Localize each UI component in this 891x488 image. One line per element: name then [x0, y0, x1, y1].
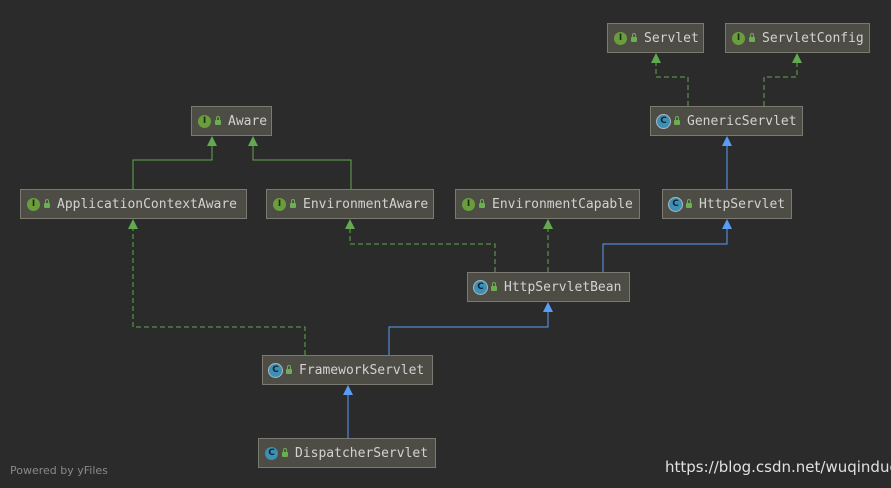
node-label: EnvironmentAware: [303, 196, 429, 212]
node-aware[interactable]: I Aware: [191, 106, 272, 136]
edge-line: [349, 228, 496, 272]
node-httpservletbean[interactable]: C HttpServletBean: [467, 272, 630, 302]
edge-frameworkservlet-to-applicationcontextaware: [128, 219, 306, 355]
interface-icon: I: [462, 197, 475, 211]
interface-icon: I: [614, 31, 627, 45]
lock-icon: [286, 364, 292, 374]
node-environmentaware[interactable]: I EnvironmentAware: [266, 189, 434, 219]
powered-by-footer: Powered by yFiles: [10, 464, 108, 477]
node-label: GenericServlet: [687, 113, 797, 129]
node-label: HttpServlet: [699, 196, 786, 212]
node-environmentcapable[interactable]: I EnvironmentCapable: [455, 189, 640, 219]
edge-line: [602, 228, 728, 272]
edge-environmentaware-to-aware: [248, 136, 352, 189]
lock-icon: [479, 198, 485, 208]
abstract-class-icon: C: [669, 197, 682, 211]
node-label: HttpServletBean: [504, 279, 622, 295]
node-label: ServletConfig: [762, 30, 864, 46]
node-label: DispatcherServlet: [295, 445, 429, 461]
arrowhead-icon: [651, 53, 661, 63]
lock-icon: [215, 115, 221, 125]
arrowhead-icon: [543, 219, 553, 229]
node-label: Servlet: [644, 30, 699, 46]
lock-icon: [674, 115, 680, 125]
edge-applicationcontextaware-to-aware: [132, 136, 217, 189]
arrowhead-icon: [248, 136, 258, 146]
arrowhead-icon: [343, 385, 353, 395]
node-frameworkservlet[interactable]: C FrameworkServlet: [262, 355, 433, 385]
node-label: ApplicationContextAware: [57, 196, 238, 212]
edge-httpservletbean-to-environmentcapable: [543, 219, 553, 272]
node-applicationcontextaware[interactable]: I ApplicationContextAware: [20, 189, 247, 219]
interface-icon: I: [27, 197, 40, 211]
node-httpservlet[interactable]: C HttpServlet: [662, 189, 792, 219]
lock-icon: [44, 198, 50, 208]
node-label: EnvironmentCapable: [492, 196, 633, 212]
edge-line: [388, 311, 549, 355]
arrowhead-icon: [543, 302, 553, 312]
edge-httpservlet-to-genericservlet: [722, 136, 732, 189]
arrowhead-icon: [722, 219, 732, 229]
arrowhead-icon: [792, 53, 802, 63]
edge-line: [252, 145, 352, 189]
interface-icon: I: [273, 197, 286, 211]
lock-icon: [631, 32, 637, 42]
edge-httpservletbean-to-environmentaware: [345, 219, 496, 272]
lock-icon: [282, 447, 288, 457]
node-servlet[interactable]: I Servlet: [607, 23, 704, 53]
edge-line: [655, 62, 689, 106]
lock-icon: [491, 281, 497, 291]
edge-genericservlet-to-servlet: [651, 53, 689, 106]
lock-icon: [749, 32, 755, 42]
class-icon: C: [265, 446, 278, 460]
edge-httpservletbean-to-httpservlet: [602, 219, 732, 272]
arrowhead-icon: [207, 136, 217, 146]
interface-icon: I: [732, 31, 745, 45]
node-genericservlet[interactable]: C GenericServlet: [650, 106, 803, 136]
edge-line: [763, 62, 798, 106]
arrowhead-icon: [128, 219, 138, 229]
node-label: FrameworkServlet: [299, 362, 425, 378]
lock-icon: [686, 198, 692, 208]
arrowhead-icon: [722, 136, 732, 146]
edge-genericservlet-to-servletconfig: [763, 53, 802, 106]
edge-frameworkservlet-to-httpservletbean: [388, 302, 553, 355]
edge-dispatcherservlet-to-frameworkservlet: [343, 385, 353, 438]
abstract-class-icon: C: [474, 280, 487, 294]
abstract-class-icon: C: [657, 114, 670, 128]
edge-line: [132, 145, 213, 189]
interface-icon: I: [198, 114, 211, 128]
node-dispatcherservlet[interactable]: C DispatcherServlet: [258, 438, 436, 468]
abstract-class-icon: C: [269, 363, 282, 377]
arrowhead-icon: [345, 219, 355, 229]
node-label: Aware: [228, 113, 268, 129]
edge-line: [132, 228, 306, 355]
lock-icon: [290, 198, 296, 208]
node-servletconfig[interactable]: I ServletConfig: [725, 23, 870, 53]
watermark-url: https://blog.csdn.net/wuqinduo: [665, 458, 891, 476]
